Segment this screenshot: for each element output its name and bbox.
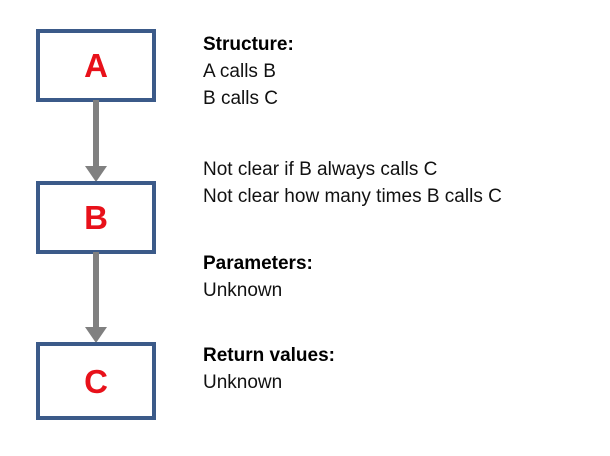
- arrow-b-to-c: [84, 252, 108, 343]
- annotation-parameters: Parameters: Unknown: [203, 250, 313, 304]
- notes-line-1: Not clear if B always calls C: [203, 159, 438, 180]
- flow-node-b[interactable]: B: [36, 181, 156, 254]
- flow-node-b-label: B: [84, 199, 108, 236]
- annotation-return-values: Return values: Unknown: [203, 342, 335, 396]
- structure-heading: Structure:: [203, 34, 294, 55]
- arrow-b-to-c-head: [85, 327, 107, 343]
- return-values-heading: Return values:: [203, 345, 335, 366]
- flow-node-c[interactable]: C: [36, 342, 156, 420]
- arrow-b-to-c-shaft: [93, 252, 99, 327]
- arrow-a-to-b: [84, 100, 108, 182]
- arrow-a-to-b-shaft: [93, 100, 99, 166]
- flow-node-a-label: A: [84, 47, 108, 84]
- arrow-a-to-b-head: [85, 166, 107, 182]
- annotation-notes: Not clear if B always calls C Not clear …: [203, 156, 502, 210]
- structure-line-1: A calls B: [203, 61, 276, 82]
- return-values-value: Unknown: [203, 372, 283, 393]
- parameters-heading: Parameters:: [203, 253, 313, 274]
- flow-node-a[interactable]: A: [36, 29, 156, 102]
- parameters-value: Unknown: [203, 280, 283, 301]
- structure-line-2: B calls C: [203, 88, 278, 109]
- notes-line-2: Not clear how many times B calls C: [203, 186, 502, 207]
- annotation-structure: Structure: A calls B B calls C: [203, 31, 294, 112]
- flow-node-c-label: C: [84, 362, 108, 400]
